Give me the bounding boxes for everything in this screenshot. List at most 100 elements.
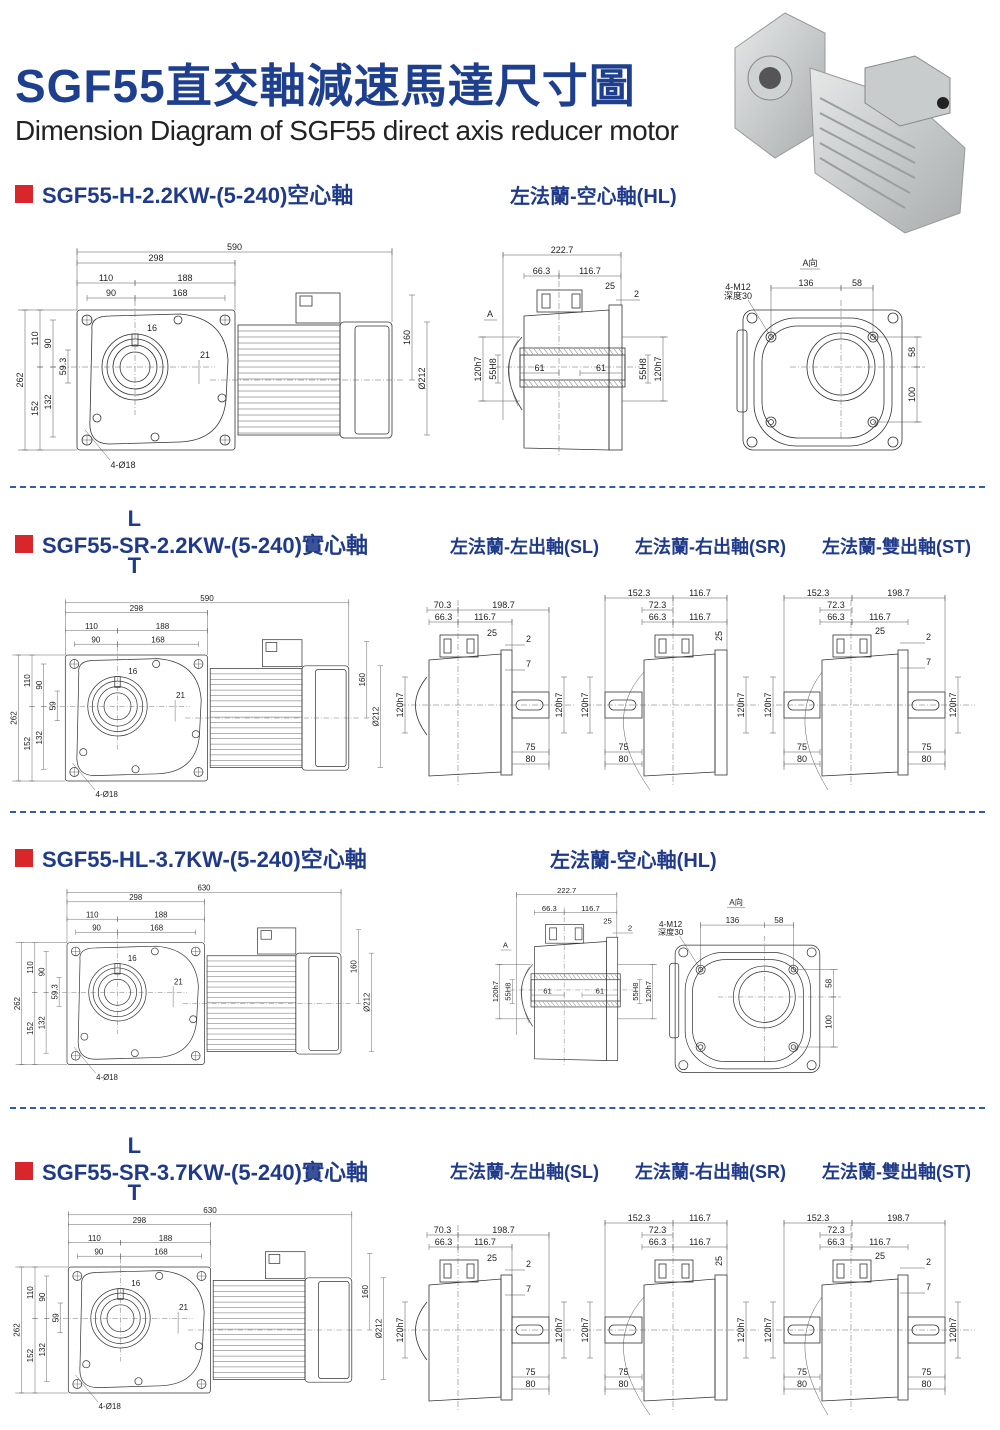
drawing-line — [542, 974, 547, 980]
drawing-line — [555, 974, 560, 980]
dimension-label: 4-Ø18 — [98, 1402, 121, 1411]
drawing-outline — [439, 634, 479, 658]
dimension-label: 590 — [200, 594, 214, 603]
dimension-label: 61 — [543, 986, 552, 995]
cover-arc — [623, 1296, 651, 1416]
dimension-label: 168 — [172, 288, 187, 298]
view-label-st: 左法蘭-雙出軸(ST) — [822, 537, 971, 557]
dimension-label: 110 — [23, 674, 32, 687]
drawing-outline — [299, 295, 313, 307]
drawing-outline — [530, 979, 621, 1002]
bolt-hole — [80, 1032, 89, 1041]
view-label-sr: 左法蘭-右出軸(SR) — [635, 1162, 786, 1182]
bolt-hole — [189, 1015, 197, 1024]
drawing-line — [558, 380, 564, 387]
drawing-outline — [836, 1263, 845, 1279]
drawing-line — [546, 1001, 551, 1007]
drawing-outline — [658, 638, 667, 654]
drawing-line — [603, 380, 609, 387]
cover-arc — [415, 1301, 428, 1361]
bolt-hole — [151, 947, 159, 956]
dimension-label: 120h7 — [491, 981, 500, 1002]
gearbox-body — [428, 1278, 502, 1402]
dimension-label: 198.7 — [492, 1225, 515, 1235]
dimension-label: 120h7 — [554, 1317, 564, 1342]
section-header-3: SGF55-HL-3.7KW-(5-240)空心軸 — [15, 842, 367, 874]
drawing-line — [553, 380, 559, 387]
mounting-hole — [887, 436, 899, 448]
drawing-line — [568, 380, 574, 387]
drawing-line — [538, 974, 543, 980]
drawing-line — [534, 1001, 538, 1007]
drawing-outline — [439, 1259, 479, 1283]
dimension-label: 136 — [726, 916, 740, 925]
tapped-hole — [768, 419, 774, 425]
dimension-label: 61 — [596, 986, 605, 995]
dimension-label: Ø212 — [372, 706, 381, 726]
drawing-outline — [608, 304, 623, 451]
dimension-label: 90 — [91, 635, 101, 644]
drawing-outline — [832, 1259, 872, 1283]
dimension-label: 132 — [37, 1016, 46, 1029]
dimension-label: 4-Ø18 — [95, 790, 118, 799]
dimension-label: 25 — [875, 1251, 885, 1261]
drawing-outline — [519, 354, 626, 381]
drawing-line — [523, 380, 529, 387]
dimension-label: 222.7 — [551, 245, 574, 255]
section-title: SGF55-HL-3.7KW-(5-240)空心軸 — [42, 847, 367, 872]
dimension-label: 61 — [596, 363, 606, 373]
dimension-label: 116.7 — [689, 1237, 711, 1247]
drawing-line — [563, 974, 568, 980]
drawing-line — [553, 348, 559, 355]
dimension-label: 298 — [129, 893, 143, 902]
dimension-label: Ø212 — [417, 367, 427, 389]
dimension-label: 66.3 — [827, 1237, 845, 1247]
drawing-line — [548, 348, 554, 355]
bolt-hole — [194, 1342, 203, 1351]
dimension-label: Ø212 — [363, 993, 372, 1012]
drawing-outline — [536, 289, 583, 313]
housing-outline — [89, 313, 229, 445]
drawing-line — [602, 974, 606, 980]
dimension-label: 25 — [487, 628, 497, 638]
dimension-label: 75 — [618, 742, 628, 752]
dimension-label: 630 — [197, 884, 211, 893]
drawing-line — [593, 380, 599, 387]
gearbox-body — [821, 1278, 899, 1402]
drawing-line — [572, 974, 577, 980]
bolt-hole — [134, 1377, 143, 1386]
dimension-label: 198.7 — [887, 1213, 910, 1223]
drawing-line — [576, 974, 581, 980]
dimension-label: 55H8 — [638, 358, 648, 380]
dimension-label: 188 — [156, 622, 170, 631]
section-divider — [10, 1107, 985, 1109]
dimension-label: 25 — [714, 1256, 724, 1266]
bolt-hole — [131, 1049, 139, 1058]
page-subtitle: Dimension Diagram of SGF55 direct axis r… — [15, 115, 679, 146]
dimension-label: 90 — [94, 1247, 104, 1256]
dimension-label: 4-Ø18 — [96, 1073, 118, 1082]
dimension-label: 168 — [154, 1247, 168, 1256]
cover-arc — [521, 966, 530, 1024]
page-title: SGF55直交軸減速馬達尺寸圖 — [15, 60, 636, 112]
dimension-label: 116.7 — [579, 266, 601, 276]
dimension-label: 25 — [605, 281, 615, 291]
dimension-label: 7 — [926, 1282, 931, 1292]
dimension-label: 7 — [526, 659, 531, 669]
drawing-line — [593, 1001, 598, 1007]
mounting-hole — [806, 947, 817, 958]
view-label-hl: 左法蘭-空心軸(HL) — [510, 186, 677, 208]
dimension-label: 59 — [48, 701, 57, 711]
dimension-label: 55H8 — [504, 983, 513, 1001]
drawing-line — [576, 1001, 581, 1007]
drawing-line — [593, 974, 598, 980]
drawing-line — [534, 974, 538, 980]
dimension-label: 2 — [926, 632, 931, 642]
